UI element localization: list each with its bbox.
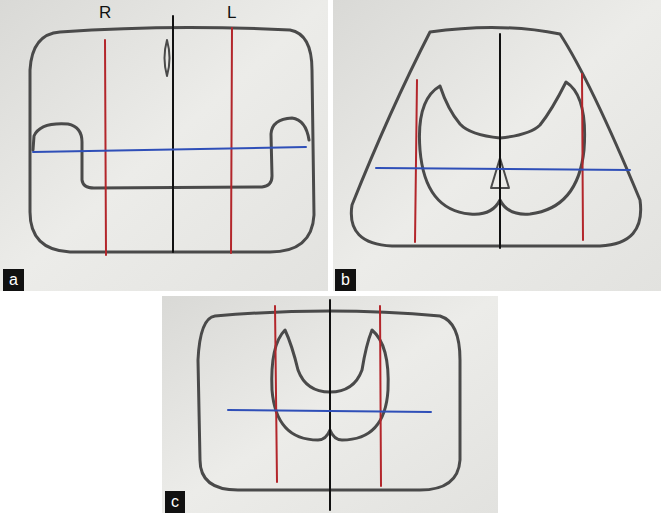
section-outline — [351, 27, 640, 246]
midline — [499, 34, 501, 248]
panel-ground — [162, 296, 498, 513]
gray-matter-outline — [419, 82, 584, 214]
side-label: R — [99, 4, 111, 22]
blue-line — [33, 147, 306, 152]
panel-letter-text: a — [9, 271, 18, 289]
panel-ground — [333, 0, 661, 291]
blue-line — [376, 168, 630, 170]
panel-letter-text: c — [171, 493, 179, 511]
side-label: L — [227, 4, 236, 22]
red-line — [105, 40, 106, 255]
blue-line — [228, 410, 431, 412]
gray-matter-outline — [33, 118, 309, 188]
panel-letter: a — [3, 269, 24, 291]
red-line — [231, 28, 232, 253]
red-line — [275, 306, 277, 482]
red-line — [582, 74, 583, 240]
panel-letter-text: b — [341, 271, 350, 289]
midline — [329, 300, 331, 510]
panel-letter: c — [165, 491, 185, 513]
red-line — [415, 80, 417, 242]
panel-letter: b — [335, 269, 356, 291]
red-line — [380, 306, 381, 486]
panel-ground — [0, 0, 328, 291]
fissure — [165, 40, 170, 76]
midline — [172, 16, 174, 252]
